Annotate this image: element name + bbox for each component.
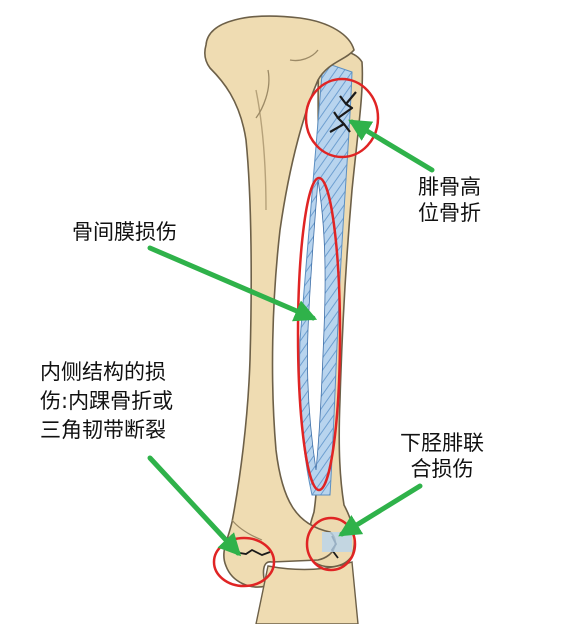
tibia-bone <box>204 15 355 588</box>
arrow-fibula-fracture <box>348 119 435 173</box>
fibula-fracture-circle <box>304 77 380 159</box>
medial-circle <box>212 536 276 588</box>
medial-malleolus-crack <box>233 548 271 556</box>
label-syndesmosis: 下胫腓联 合损伤 <box>400 431 484 481</box>
label-interosseous: 骨间膜损伤 <box>72 220 177 244</box>
interosseous-circle <box>296 176 342 492</box>
arrow-medial <box>147 455 242 557</box>
fibula-fracture-crack <box>329 91 357 133</box>
membrane-tear <box>307 179 326 471</box>
arrow-interosseous <box>147 245 318 322</box>
label-medial: 内侧结构的损 伤:内踝骨折或 三角韧带断裂 <box>40 360 174 442</box>
arrow-syndesmosis <box>338 483 423 537</box>
talus-bone <box>255 561 359 625</box>
syndesmosis-circle <box>305 516 357 572</box>
label-fibula-fracture: 腓骨高 位骨折 <box>418 175 481 225</box>
